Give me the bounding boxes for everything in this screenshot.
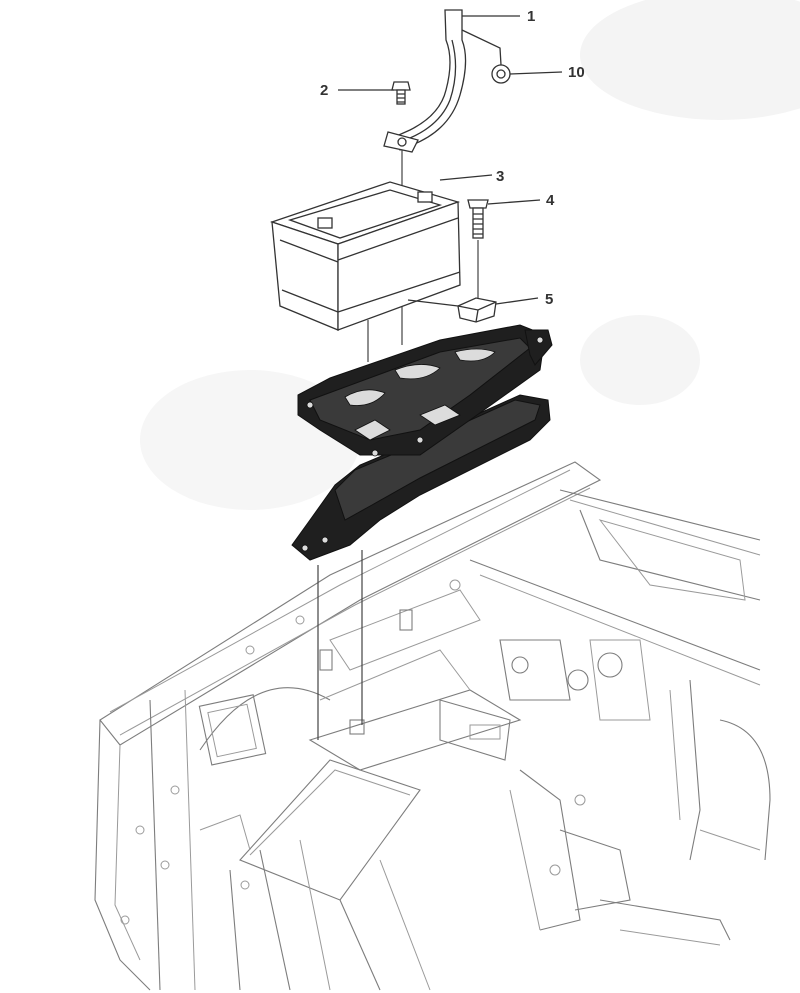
- callout-3: 3: [439, 168, 504, 185]
- callout-2: 2: [320, 82, 394, 99]
- cable-bolt: [391, 81, 411, 105]
- battery-tray: [291, 324, 553, 561]
- battery: [269, 181, 461, 331]
- callout-number-1: 1: [527, 8, 535, 25]
- hold-down-bolt: [467, 199, 489, 239]
- callout-1: 1: [461, 8, 535, 66]
- callout-4: 4: [487, 192, 555, 209]
- callout-number-2: 2: [320, 82, 328, 99]
- callout-number-5: 5: [545, 291, 553, 308]
- front-body-structure: [94, 461, 771, 991]
- callout-number-4: 4: [546, 192, 555, 209]
- callout-number-10: 10: [568, 64, 585, 81]
- nut: [491, 64, 511, 84]
- battery-negative-cable: [383, 9, 467, 153]
- callout-5: 5: [407, 291, 553, 308]
- callout-10: 10: [509, 64, 585, 81]
- callout-number-3: 3: [496, 168, 504, 185]
- hold-down-retainer: [457, 297, 497, 323]
